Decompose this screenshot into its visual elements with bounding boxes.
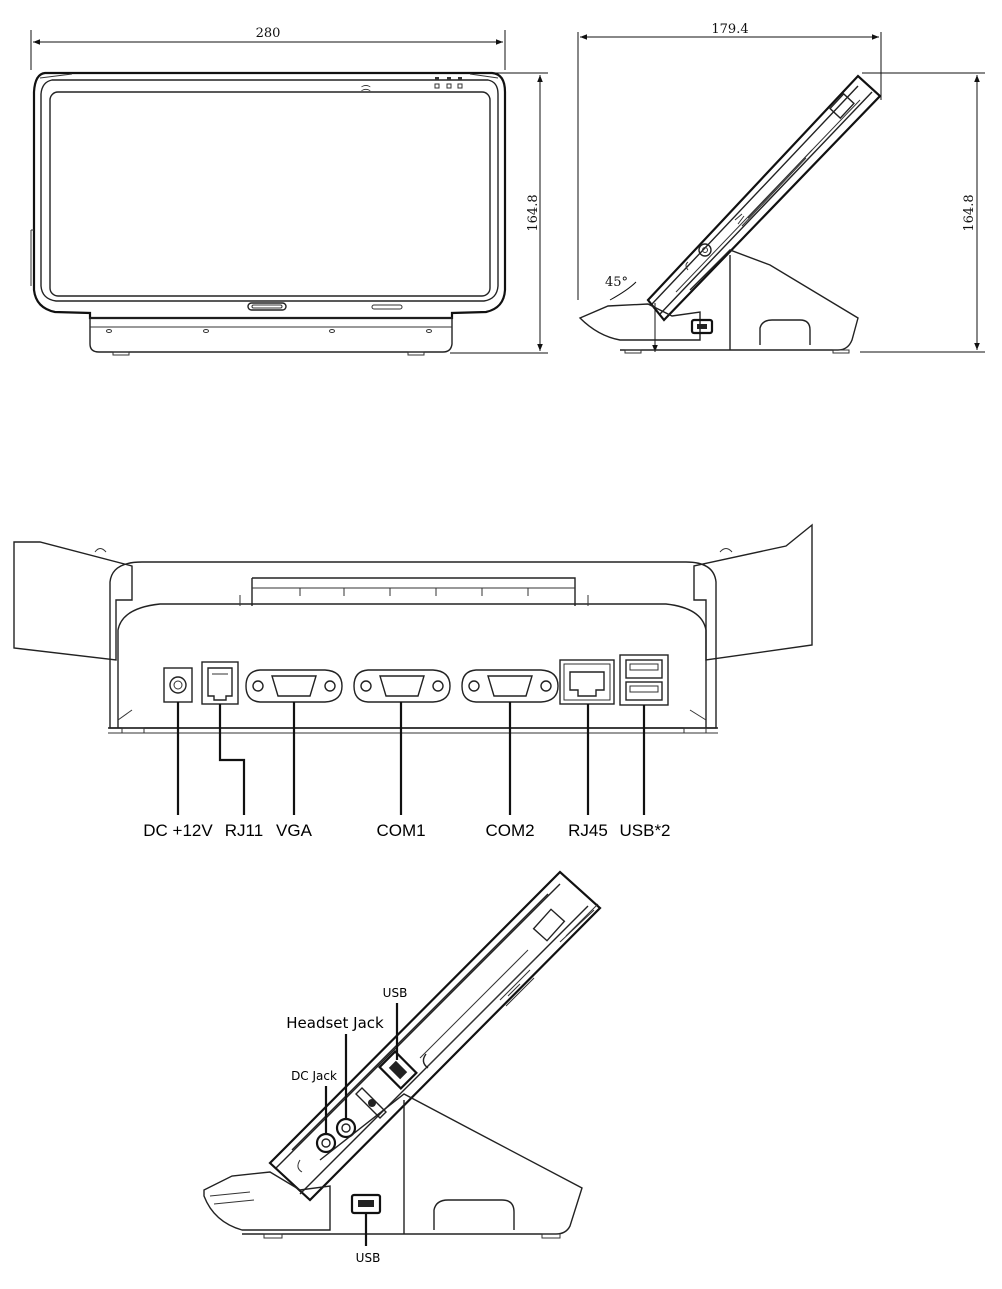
rear-right-wing	[694, 525, 812, 660]
dc-jack-label: DC Jack	[291, 1069, 337, 1083]
usb-top-label: USB	[383, 986, 408, 1000]
rear-view: DC +12V RJ11 VGA COM1 COM2 RJ45 USB*2	[14, 525, 812, 840]
side-base-front	[580, 304, 700, 340]
side-view: 179.4 164.8 45°	[578, 22, 985, 353]
usb2-label: USB*2	[619, 821, 670, 840]
nfc-icon: ))	[361, 84, 372, 92]
dc-jack-port	[317, 1134, 335, 1152]
side-detail-view: USB Headset Jack DC Jack USB	[204, 872, 600, 1265]
headset-jack-label: Headset Jack	[286, 1014, 384, 1032]
rj45-port	[560, 660, 614, 704]
rj11-leader	[220, 704, 244, 815]
detail-base-front	[204, 1172, 330, 1230]
rear-housing	[110, 562, 716, 728]
front-width-label: 280	[256, 26, 281, 41]
com1-label: COM1	[376, 821, 425, 840]
side-height-label: 164.8	[962, 194, 977, 231]
com2-port	[462, 670, 558, 702]
rj45-label: RJ45	[568, 821, 608, 840]
detail-tablet-body	[270, 872, 600, 1200]
com1-port	[354, 670, 450, 702]
dc-12v-port	[164, 668, 192, 702]
rj11-label: RJ11	[225, 821, 263, 840]
usb-dual-port	[620, 655, 668, 705]
front-base	[90, 318, 452, 352]
front-height-label: 164.8	[526, 194, 541, 231]
vga-label: VGA	[276, 821, 313, 840]
usb-bottom-label: USB	[356, 1251, 381, 1265]
side-depth-label: 179.4	[711, 22, 748, 37]
vga-port	[246, 670, 342, 702]
status-led-icon	[435, 77, 439, 80]
com2-label: COM2	[485, 821, 534, 840]
front-view: 280 164.8 ))	[31, 26, 548, 355]
front-screen	[50, 92, 490, 296]
rear-left-wing	[14, 542, 132, 660]
dc-12v-label: DC +12V	[143, 821, 213, 840]
front-tablet-shell	[34, 73, 505, 318]
tilt-angle-label: 45°	[605, 275, 628, 290]
